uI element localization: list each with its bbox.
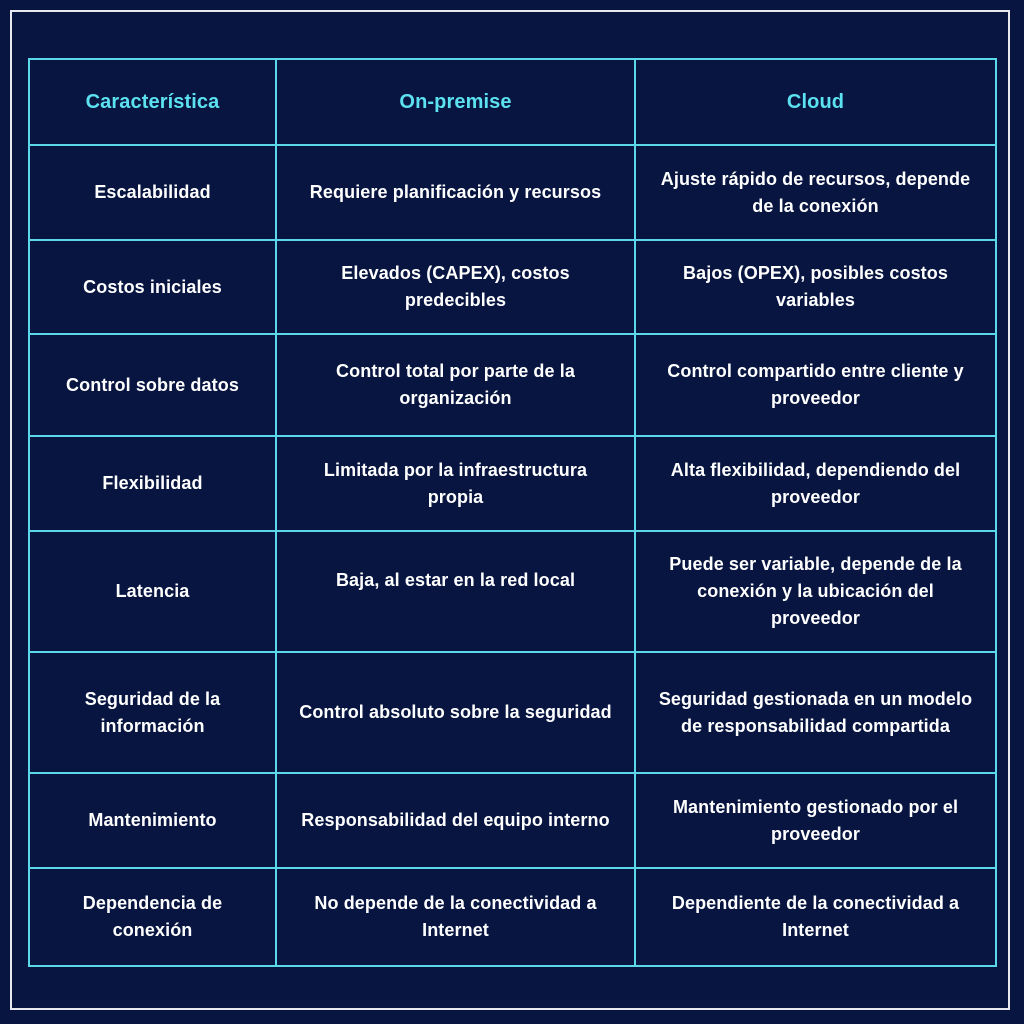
on-premise-cell: Responsabilidad del equipo interno xyxy=(275,772,636,869)
cloud-cell: Mantenimiento gestionado por el proveedo… xyxy=(634,772,997,869)
on-premise-cell: Elevados (CAPEX), costos predecibles xyxy=(275,239,636,335)
cloud-cell: Ajuste rápido de recursos, depende de la… xyxy=(634,144,997,241)
on-premise-cell: Requiere planificación y recursos xyxy=(275,144,636,241)
feature-cell: Dependencia de conexión xyxy=(28,867,277,967)
feature-cell: Mantenimiento xyxy=(28,772,277,869)
table-row: Mantenimiento Responsabilidad del equipo… xyxy=(28,772,997,869)
header-on-premise: On-premise xyxy=(275,58,636,146)
feature-cell: Costos iniciales xyxy=(28,239,277,335)
on-premise-text: Baja, al estar en la red local xyxy=(335,570,576,590)
table-row: Latencia Baja, al estar en la red local … xyxy=(28,530,997,653)
table-row: Costos iniciales Elevados (CAPEX), costo… xyxy=(28,239,997,335)
outer-frame xyxy=(10,10,1010,1010)
on-premise-cell: Limitada por la infraestructura propia xyxy=(275,435,636,532)
table-row: Control sobre datos Control total por pa… xyxy=(28,333,997,437)
cloud-cell: Alta flexibilidad, dependiendo del prove… xyxy=(634,435,997,532)
header-feature: Característica xyxy=(28,58,277,146)
feature-cell: Seguridad de la información xyxy=(28,651,277,774)
on-premise-cell: No depende de la conectividad a Internet xyxy=(275,867,636,967)
feature-cell: Flexibilidad xyxy=(28,435,277,532)
header-cloud: Cloud xyxy=(634,58,997,146)
cloud-cell: Control compartido entre cliente y prove… xyxy=(634,333,997,437)
cloud-cell: Dependiente de la conectividad a Interne… xyxy=(634,867,997,967)
table-row: Seguridad de la información Control abso… xyxy=(28,651,997,774)
table-row: Flexibilidad Limitada por la infraestruc… xyxy=(28,435,997,532)
on-premise-cell: Control total por parte de la organizaci… xyxy=(275,333,636,437)
table-row: Escalabilidad Requiere planificación y r… xyxy=(28,144,997,241)
feature-cell: Control sobre datos xyxy=(28,333,277,437)
header-row: Característica On-premise Cloud xyxy=(28,58,997,146)
on-premise-cell: Baja, al estar en la red local xyxy=(275,530,636,653)
feature-cell: Latencia xyxy=(28,530,277,653)
comparison-table: Característica On-premise Cloud Escalabi… xyxy=(28,58,997,967)
table-row: Dependencia de conexión No depende de la… xyxy=(28,867,997,967)
feature-cell: Escalabilidad xyxy=(28,144,277,241)
cloud-cell: Seguridad gestionada en un modelo de res… xyxy=(634,651,997,774)
cloud-cell: Puede ser variable, depende de la conexi… xyxy=(634,530,997,653)
on-premise-cell: Control absoluto sobre la seguridad xyxy=(275,651,636,774)
cloud-cell: Bajos (OPEX), posibles costos variables xyxy=(634,239,997,335)
